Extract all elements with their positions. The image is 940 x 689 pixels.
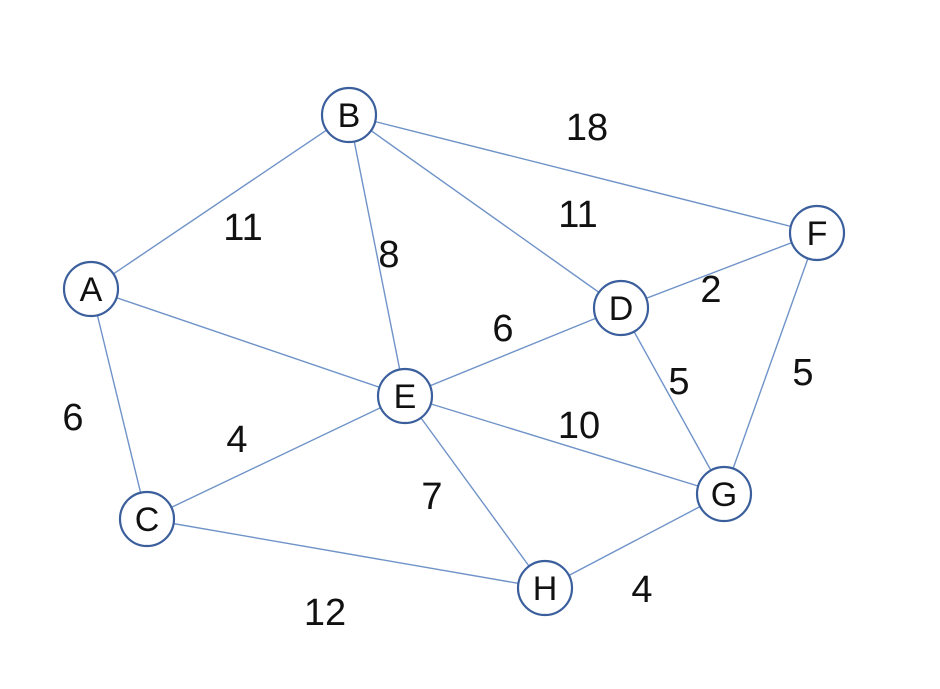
edge-e-d: [404, 307, 622, 397]
edge-c-e: [146, 395, 406, 520]
edge-weight-e-g: 10: [558, 405, 600, 447]
node-circle-f: [788, 204, 846, 262]
edge-weight-b-d: 11: [558, 194, 597, 236]
edge-weight-a-c: 6: [62, 397, 83, 439]
edge-weight-c-h: 12: [304, 592, 346, 634]
edge-weight-e-h: 7: [421, 476, 442, 518]
node-label-c: C: [135, 501, 160, 539]
node-label-a: A: [80, 271, 103, 309]
edge-f-g: [723, 232, 818, 495]
edge-weights-layer: 11 6 8 11 18 4 12 6 10 7 2 5 5 4: [62, 107, 813, 634]
node-circle-g: [695, 465, 753, 523]
node-circle-a: [62, 260, 120, 318]
edge-e-g: [404, 395, 725, 495]
node-label-h: H: [533, 570, 558, 608]
node-f: F: [788, 204, 846, 262]
node-circle-d: [592, 279, 650, 337]
edge-d-f: [620, 232, 818, 309]
edge-weight-e-d: 6: [492, 308, 513, 350]
edge-b-f: [348, 114, 818, 234]
edge-a-e: [90, 288, 406, 397]
node-h: H: [516, 559, 574, 617]
node-c: C: [118, 490, 176, 548]
edge-weight-a-b: 11: [223, 207, 262, 249]
node-g: G: [695, 465, 753, 523]
node-label-e: E: [394, 378, 417, 416]
node-d: D: [592, 279, 650, 337]
edge-d-g: [620, 307, 725, 495]
edge-weight-b-e: 8: [378, 234, 399, 276]
edge-h-g: [544, 493, 725, 589]
edge-weight-h-g: 4: [631, 569, 652, 611]
node-b: B: [320, 86, 378, 144]
edge-weight-d-f: 2: [700, 269, 721, 311]
nodes-layer: A B C D E F G H: [62, 86, 846, 617]
node-circle-e: [376, 367, 434, 425]
edge-b-e: [348, 114, 406, 397]
node-label-f: F: [807, 215, 828, 253]
edge-weight-f-g: 5: [792, 352, 813, 394]
edge-weight-d-g: 5: [668, 361, 689, 403]
node-label-b: B: [338, 97, 361, 135]
edge-b-d: [348, 114, 622, 309]
edge-e-h: [404, 395, 546, 589]
node-a: A: [62, 260, 120, 318]
node-circle-c: [118, 490, 176, 548]
node-circle-b: [320, 86, 378, 144]
edge-a-b: [90, 114, 350, 290]
edge-weight-b-f: 18: [566, 107, 608, 149]
node-label-d: D: [609, 290, 634, 328]
node-circle-h: [516, 559, 574, 617]
node-label-g: G: [711, 476, 737, 514]
edges-layer: [90, 114, 818, 589]
edge-a-c: [90, 288, 148, 520]
node-e: E: [376, 367, 434, 425]
edge-weight-c-e: 4: [226, 419, 247, 461]
edge-c-h: [146, 518, 546, 589]
